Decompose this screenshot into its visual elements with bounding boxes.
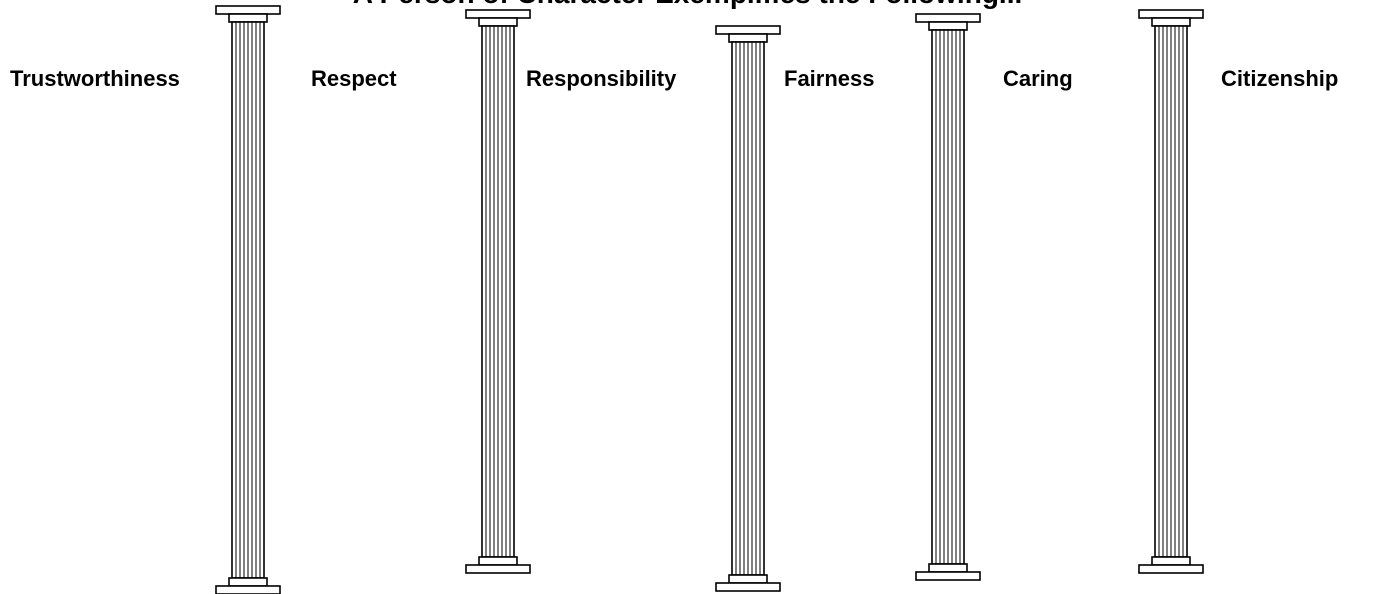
pillar-label-respect: Respect [311, 66, 397, 91]
pillar-label-responsibility: Responsibility [526, 66, 677, 91]
column-icon-responsibility [715, 25, 781, 592]
column-icon-fairness [915, 13, 981, 581]
pillar-label-fairness: Fairness [784, 66, 875, 91]
pillar-label-trustworthiness: Trustworthiness [10, 66, 180, 91]
column-icon-trustworthiness [215, 5, 281, 594]
column-icon-respect [465, 9, 531, 574]
page-title: A Person of Character Exemplifies the Fo… [0, 0, 1375, 10]
pillar-label-caring: Caring [1003, 66, 1073, 91]
column-icon-caring [1138, 9, 1204, 574]
pillar-label-citizenship: Citizenship [1221, 66, 1339, 91]
